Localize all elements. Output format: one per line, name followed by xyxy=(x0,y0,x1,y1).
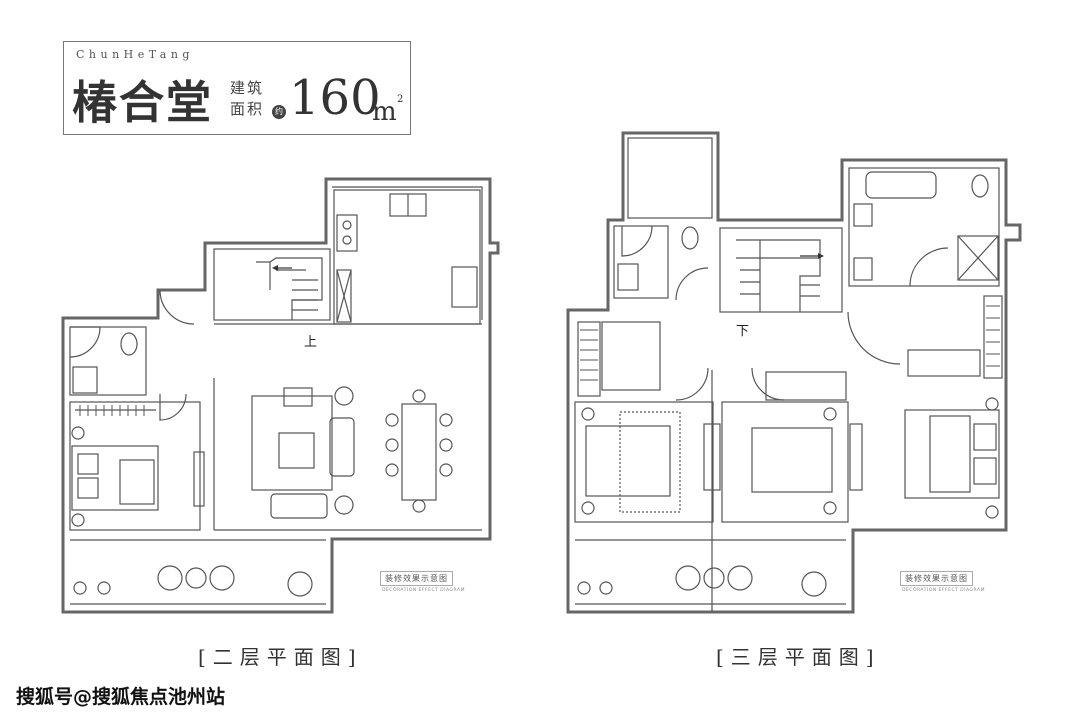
approx-badge: 约 xyxy=(272,105,286,119)
stair-up-label: 上 xyxy=(304,335,318,350)
project-name-cn: 椿合堂 xyxy=(72,76,214,129)
area-label-line2: 面积 xyxy=(230,100,265,118)
decoration-note-en-third: DECORATION EFFECT DIAGRAM xyxy=(902,588,985,593)
area-unit: m xyxy=(372,97,397,127)
decoration-note-second: 装修效果示意图 xyxy=(380,571,453,586)
area-unit-superscript: 2 xyxy=(397,94,404,105)
decoration-note-third: 装修效果示意图 xyxy=(900,571,973,586)
third-floor-plan xyxy=(566,131,1022,614)
stair-down-label: 下 xyxy=(736,324,750,339)
project-name-en: ChunHeTang xyxy=(76,48,194,61)
decoration-note-en-second: DECORATION EFFECT DIAGRAM xyxy=(382,588,465,593)
title-box: ChunHeTang 椿合堂 建筑 面积 约 160 m 2 xyxy=(63,41,411,135)
area-label: 建筑 面积 xyxy=(230,78,264,120)
area-label-line1: 建筑 xyxy=(230,79,265,97)
second-floor-caption: [二层平面图] xyxy=(198,645,363,669)
second-floor-plan xyxy=(61,177,500,614)
watermark: 搜狐号@搜狐焦点池州站 xyxy=(16,686,226,708)
third-floor-caption: [三层平面图] xyxy=(716,645,881,669)
area-value: 160 xyxy=(289,70,381,126)
